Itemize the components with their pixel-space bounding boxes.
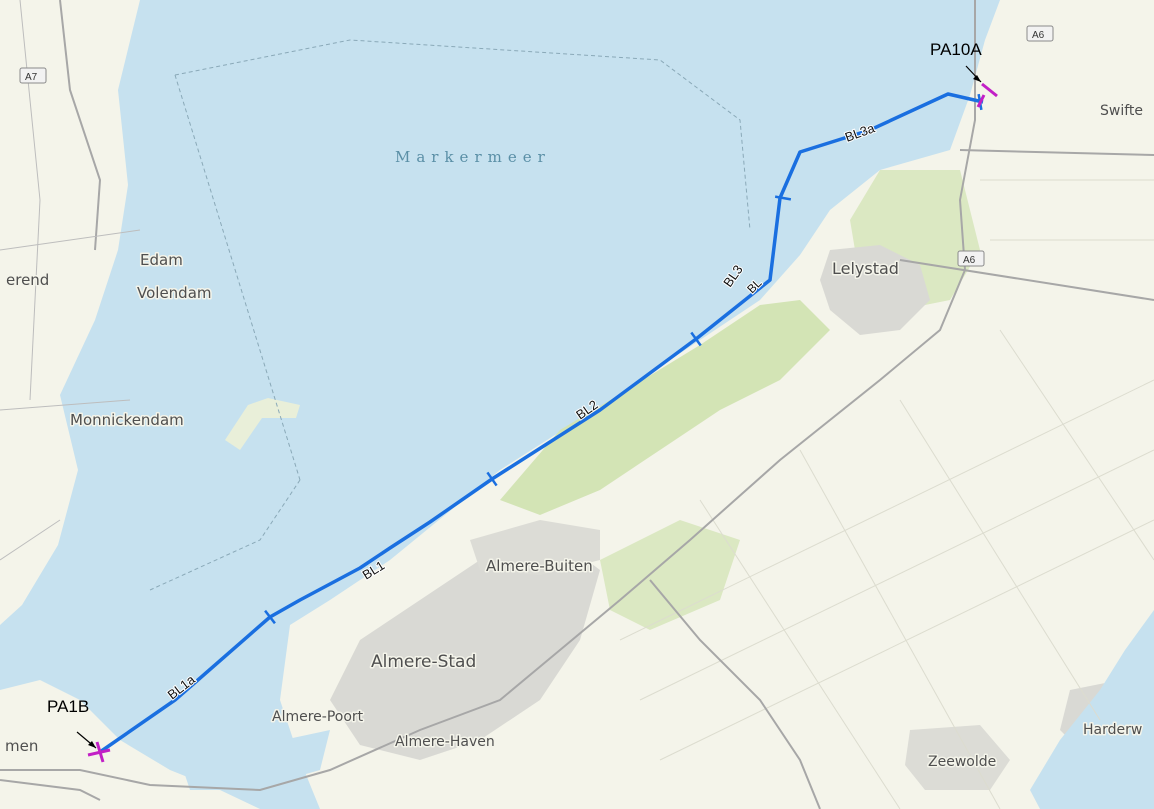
nature-almere-bos (600, 520, 740, 630)
label-almere-stad: Almere-Stad (371, 652, 476, 672)
svg-text:A6: A6 (1032, 30, 1045, 41)
svg-text:A6: A6 (963, 255, 976, 266)
segment-tick (486, 471, 498, 487)
lake-veluwemeer (1030, 610, 1154, 809)
land-west (0, 0, 140, 625)
label-lelystad: Lelystad (832, 259, 899, 278)
label-swifterbant: Swifte (1100, 103, 1143, 119)
endpoint-pa1b[interactable]: PA1B (47, 697, 111, 763)
label-almere-buiten: Almere-Buiten (486, 557, 593, 575)
navigation-lines (149, 39, 751, 591)
label-erend: erend (6, 271, 49, 289)
lake-gooimeer (180, 730, 330, 790)
label-monnickendam: Monnickendam (70, 411, 184, 429)
nature-oostvaardersplassen (500, 300, 830, 515)
label-volendam: Volendam (137, 284, 212, 302)
urban-zeewolde (905, 725, 1010, 790)
land-west-south (0, 680, 260, 809)
label-almere-haven: Almere-Haven (395, 734, 495, 750)
label-markermeer: Markermeer (395, 148, 551, 166)
label-pa10a: PA10A (930, 40, 982, 59)
road-shield-a6-north: A6 (1026, 25, 1054, 42)
urban-almere (330, 540, 600, 760)
route-path[interactable] (99, 92, 984, 754)
label-men: men (5, 737, 38, 755)
label-pa1b: PA1B (47, 697, 89, 716)
label-harderwijk: Harderw (1083, 722, 1142, 738)
urban-lelystad (820, 245, 930, 335)
minor-roads (0, 0, 141, 561)
label-edam: Edam (140, 251, 183, 269)
urban-almere-buiten (470, 520, 600, 575)
label-almere-poort: Almere-Poort (272, 709, 364, 725)
label-zeewolde: Zeewolde (928, 754, 996, 770)
road-shield-a6-lelystad: A6 (957, 250, 985, 267)
endpoint-pa10a[interactable]: PA10A (930, 40, 998, 108)
segment-tick (690, 331, 702, 347)
svg-text:A7: A7 (25, 72, 38, 83)
marken-peninsula (225, 398, 300, 450)
segment-tick (774, 195, 792, 201)
segment-tick (264, 609, 276, 625)
field-grid (619, 179, 1154, 809)
road-shield-a7: A7 (19, 67, 47, 84)
